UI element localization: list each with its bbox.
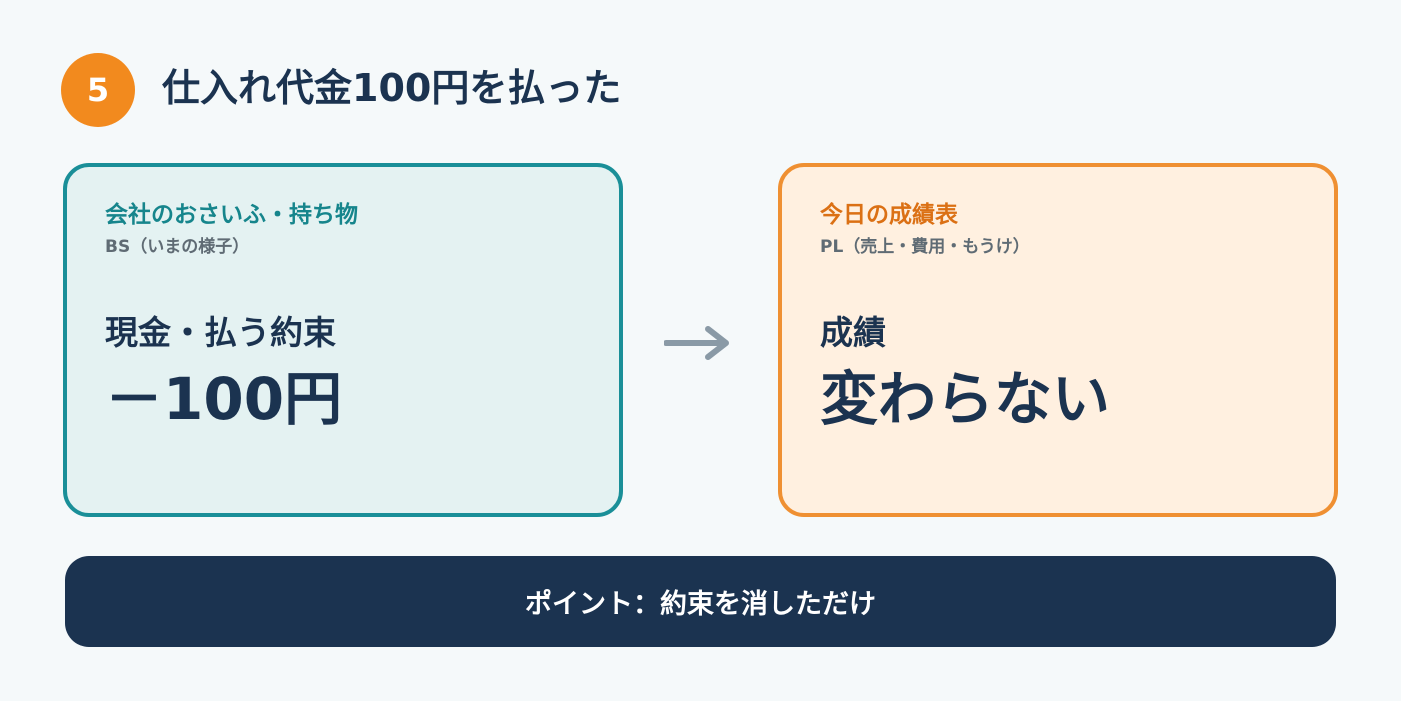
pl-card: 今日の成績表 PL（売上・費用・もうけ） 成績 変わらない: [778, 163, 1338, 517]
pl-card-heading: 今日の成績表: [820, 202, 958, 228]
bs-card: 会社のおさいふ・持ち物 BS（いまの様子） 現金・払う約束 －100円: [63, 163, 623, 517]
right-arrow-icon: [664, 326, 729, 360]
step-number: 5: [86, 71, 110, 109]
point-banner: ポイント：約束を消しただけ: [65, 556, 1336, 647]
bs-card-value: －100円: [105, 365, 343, 433]
bs-card-heading: 会社のおさいふ・持ち物: [105, 202, 358, 228]
bs-card-subheading: BS（いまの様子）: [105, 237, 250, 257]
step-number-badge: 5: [61, 53, 135, 127]
pl-card-label: 成績: [820, 313, 886, 352]
point-text: ポイント：約束を消しただけ: [525, 589, 876, 620]
pl-card-value: 変わらない: [820, 365, 1111, 433]
pl-card-subheading: PL（売上・費用・もうけ）: [820, 237, 1030, 257]
step-title: 仕入れ代金100円を払った: [162, 66, 622, 110]
bs-card-label: 現金・払う約束: [105, 313, 336, 352]
